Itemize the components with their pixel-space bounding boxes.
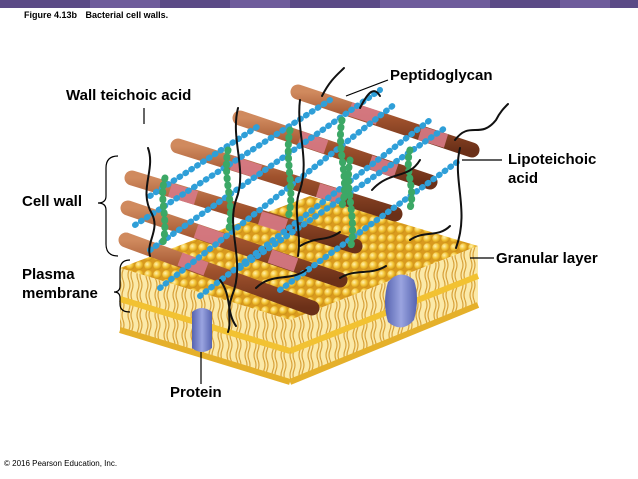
plasma-label-line1: Plasma (22, 266, 75, 283)
teichoic-strand (227, 107, 242, 333)
cell-wall-label: Cell wall (22, 193, 83, 210)
teichoic-strand (454, 103, 509, 141)
teichoic-strand (299, 231, 341, 247)
teichoic-chain (404, 146, 416, 212)
wall-teichoic-acid-label: Wall teichoic acid (66, 87, 192, 104)
granular-layer-label: Granular layer (496, 250, 598, 267)
title-bar-segment (230, 0, 290, 8)
membrane-proteins (192, 274, 417, 352)
protein-label: Protein (170, 384, 222, 401)
title-bar-segment (560, 0, 610, 8)
teichoic-strand (219, 279, 237, 327)
teichoic-chain (344, 156, 356, 254)
teichoic-strand (371, 159, 421, 191)
leader-lines (97, 79, 502, 384)
rod-segment (267, 249, 299, 272)
membrane-protein-left (192, 308, 212, 352)
cross-bridge-chain (147, 122, 263, 199)
teichoic-strand (321, 67, 345, 97)
plasma-label-line2: membrane (22, 285, 98, 302)
membrane-protein-right (385, 274, 417, 328)
plasma-membrane-bracket (113, 259, 131, 313)
rod-segment (193, 224, 225, 247)
rod-segment (229, 156, 263, 179)
membrane-right-face-bottom (288, 302, 480, 385)
title-bar (0, 0, 638, 8)
teichoic-chain (222, 146, 234, 236)
membrane-right-face-mid (288, 273, 480, 354)
teichoic-strand (145, 147, 156, 257)
peptidoglycan-rod (124, 170, 363, 254)
lipoteichoic-label-line1: Lipoteichoic (508, 151, 597, 168)
teichoic-strand (359, 90, 381, 109)
teichoic-chain (336, 116, 348, 210)
teichoic-chain (284, 126, 295, 222)
teichoic-strand (295, 99, 305, 257)
lipoteichoic-acid-label: Lipoteichoic acid (508, 150, 596, 188)
teichoic-strand (339, 265, 387, 279)
peptidoglycan-rod (118, 232, 320, 316)
cross-bridge-chain (157, 101, 398, 291)
figure-caption: Figure 4.13b Bacterial cell walls. (24, 10, 168, 20)
cross-bridge-chain (132, 97, 333, 228)
teichoic-strands (145, 67, 509, 333)
teichoic-chains (158, 116, 416, 254)
cell-wall-bracket (97, 155, 119, 257)
teichoic-strand (409, 225, 451, 241)
cross-bridge-chain (277, 157, 463, 293)
figure-title: Bacterial cell walls. (85, 10, 169, 20)
teichoic-strand (455, 147, 463, 249)
lipoteichoic-label-line2: acid (508, 170, 539, 187)
plasma-membrane-label: Plasma membrane (22, 265, 98, 303)
figure-number: Figure 4.13b (24, 10, 78, 20)
rod-segment (257, 211, 289, 233)
title-bar-segment (380, 0, 490, 8)
title-bar-segment (90, 0, 160, 8)
peptidoglycan-leader (345, 79, 389, 97)
membrane-left-face-bottom (119, 327, 291, 385)
teichoic-strand (255, 269, 307, 289)
copyright-notice: © 2016 Pearson Education, Inc. (4, 459, 118, 468)
peptidoglycan-label: Peptidoglycan (390, 67, 493, 84)
teichoic-chain (158, 174, 169, 250)
peptidoglycan-rod (170, 138, 403, 222)
